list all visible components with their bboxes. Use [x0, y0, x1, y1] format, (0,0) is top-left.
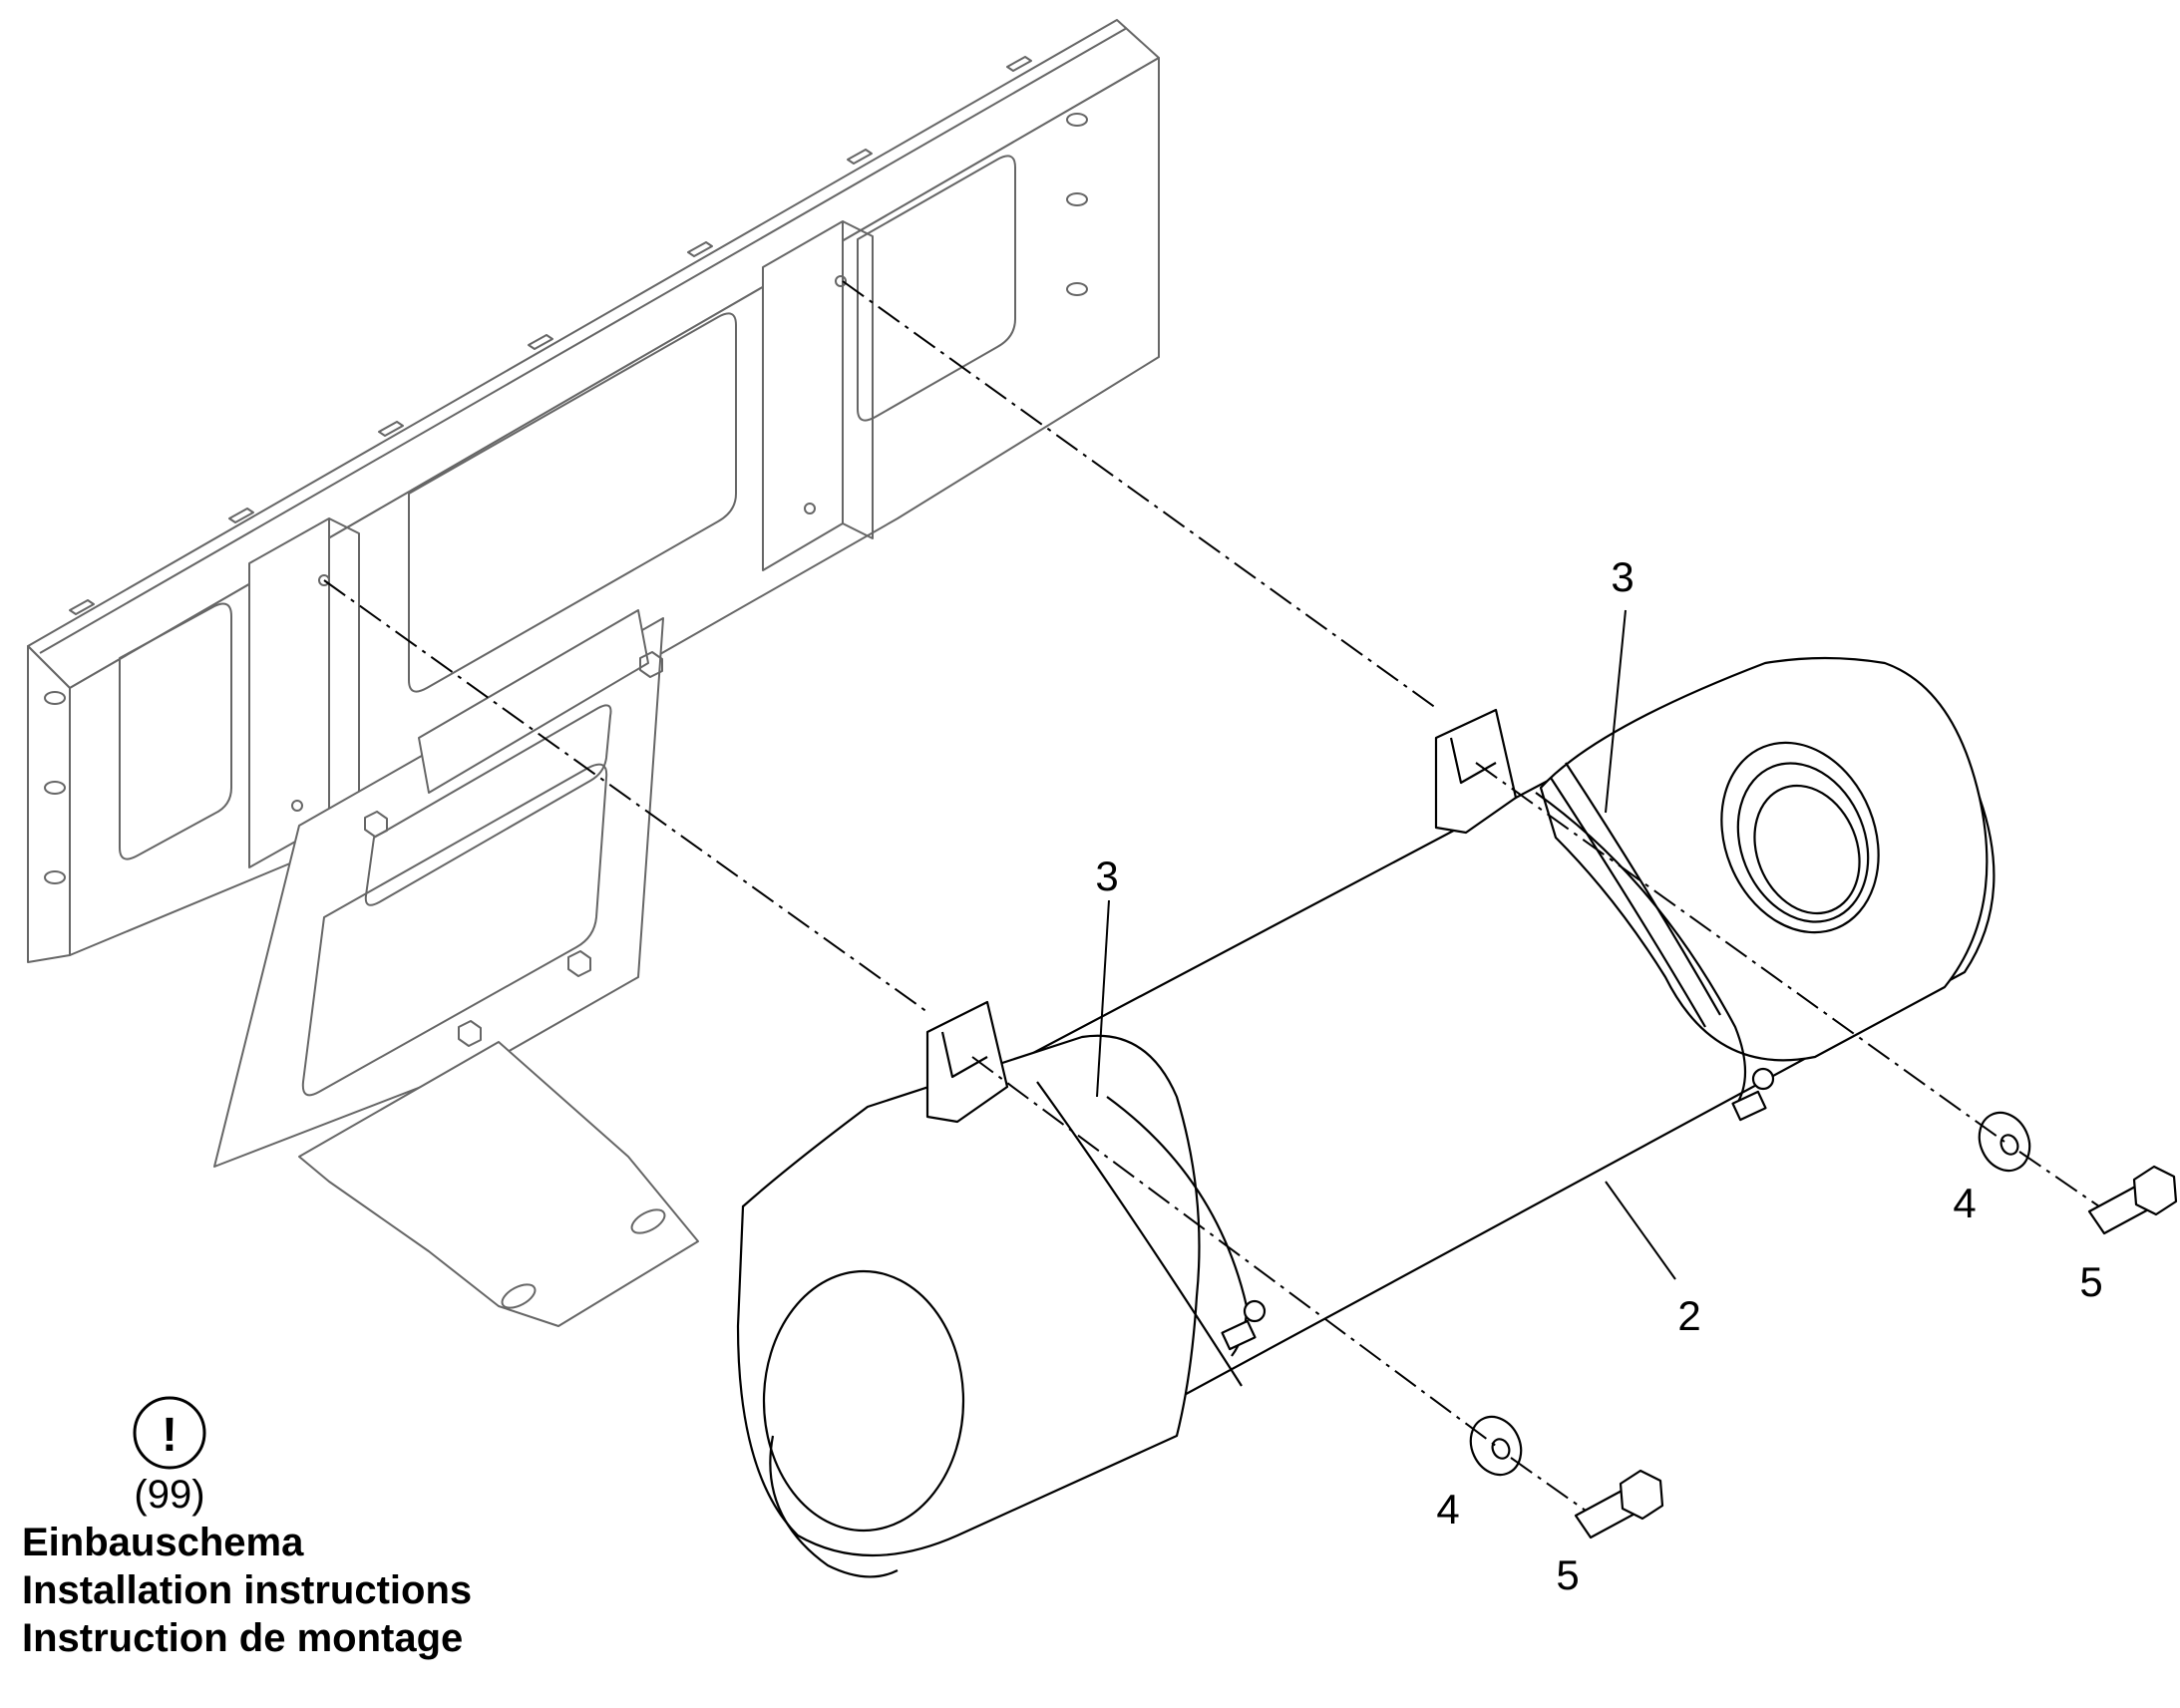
reference-number: (99)	[134, 1473, 204, 1517]
exclamation-circle-icon	[133, 1396, 206, 1470]
callout-bolt-right: 5	[2079, 1258, 2102, 1305]
callout-bolt-bottom: 5	[1556, 1551, 1579, 1598]
exclamation-symbol: !	[162, 1409, 178, 1462]
installation-note: ! (99) Einbauschema Installation instruc…	[22, 1396, 472, 1660]
leader-lines	[1096, 609, 1676, 1280]
callout-clamp-left: 3	[1095, 853, 1118, 899]
callout-filter-body: 2	[1677, 1292, 1700, 1339]
washer-bottom	[1469, 1415, 1523, 1477]
note-line-german: Einbauschema	[22, 1521, 304, 1564]
note-line-english: Installation instructions	[22, 1568, 472, 1612]
band-clamps	[1106, 792, 1775, 1357]
mounting-bracket	[27, 19, 1160, 1327]
callout-washer-right: 4	[1953, 1180, 1976, 1226]
callout-clamp-right: 3	[1611, 553, 1634, 600]
bolt-right	[2087, 1165, 2178, 1235]
bolt-bottom	[1574, 1469, 1664, 1539]
assembly-lines	[323, 280, 2100, 1512]
bolts	[1574, 1165, 2178, 1539]
note-line-french: Instruction de montage	[22, 1616, 463, 1660]
air-filter-housing	[736, 656, 1996, 1578]
callout-washer-bottom: 4	[1436, 1486, 1459, 1533]
